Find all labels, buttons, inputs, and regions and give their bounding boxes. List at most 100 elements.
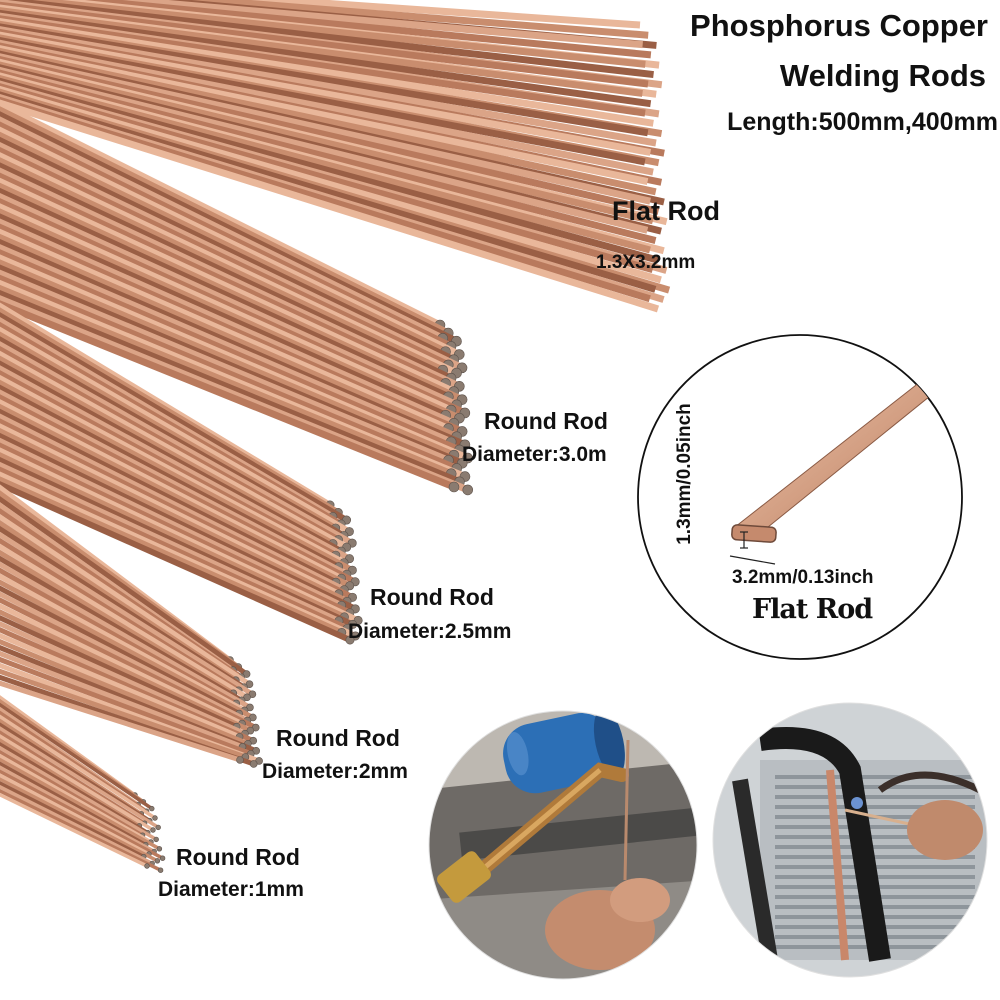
round-rod-3mm-bundle-rod [0,218,456,427]
round-rod-3mm-bundle-rod [0,101,442,329]
round-rod-1mm-bundle-rod-end [159,855,166,861]
flat-rod-bundle-rod [0,36,646,166]
ac-grille-slat [775,795,975,799]
flat-rod-bundle-rod [49,0,652,59]
round-rod-2mm-bundle-rod [0,579,255,720]
round-rod-2mm-bundle-rod [0,656,252,757]
round-rod-3mm-bundle-rod [0,269,450,464]
ac-grille-slat [775,825,975,829]
round-rod-2-5mm-bundle-rod [0,365,351,562]
flat-rod-bundle-rod [87,0,643,49]
round-rod-3mm-bundle-rod [0,177,456,395]
round-rod-1mm-bundle-rod-end [154,858,161,864]
flat-rod-bundle-rod [0,0,654,79]
round-rod-2mm-bundle-rod [0,638,249,747]
round-rod-2mm-bundle-rod [0,603,244,726]
round-rod-2-5mm-diameter: Diameter:2.5mm [348,620,512,643]
round-rod-1mm-bundle-rod-end [152,815,158,821]
flat-rod-bundle-rod [0,7,643,97]
ac-grille-slat [775,845,975,849]
round-rod-2-5mm-bundle-rod [0,341,354,546]
round-rod-3mm-bundle-rod [0,131,448,355]
round-rod-2-5mm-bundle-rod [0,379,354,573]
brazing-photo-1 [429,711,697,979]
brazing-photo-2 [713,703,987,977]
round-rod-2mm-bundle-rod [0,555,243,703]
round-rod-1mm-bundle-rod [0,773,150,856]
round-rod-2mm-bundle-rod [0,615,238,729]
round-rod-1mm-bundle-rod [0,753,152,844]
round-rod-3mm-bundle-rod [0,121,453,350]
detail-thickness-label: 1.3mm/0.05inch [673,403,695,545]
round-rod-1mm-bundle-rod [0,702,153,811]
round-rod-3mm-label: Round Rod [484,408,608,434]
round-rod-2-5mm-bundle-rod [0,481,352,643]
round-rod-3mm-bundle-rod [0,172,448,387]
round-rod-1mm-bundle-rod-end [153,836,159,843]
round-rod-1mm-bundle-rod [0,792,148,868]
round-rod-1mm-bundle-rod [0,785,153,865]
round-rod-3mm-bundle-rod [0,244,453,446]
round-rod-2mm-label: Round Rod [276,725,400,751]
round-rod-1mm-bundle-rod [0,781,145,859]
flat-rod-bundle-rod [228,0,641,29]
flat-rod-label: Flat Rod [612,196,720,226]
round-rod-2mm-diameter: Diameter:2mm [262,760,408,783]
round-rod-2mm-bundle-rod [0,543,249,700]
ac-grille-slat [775,855,975,859]
round-rod-2-5mm-bundle-rod [0,384,340,570]
round-rod-2mm-bundle-rod [0,609,252,733]
flat-rod-bundle-rod [0,56,660,215]
round-rod-2-5mm-bundle-rod [0,312,349,523]
round-rod-2-5mm-bundle-rod [0,326,351,535]
round-rod-1mm-diameter: Diameter:1mm [158,878,304,901]
round-rod-2-5mm-bundle-rod [0,413,346,593]
length-spec: Length:500mm,400mm [727,108,998,136]
round-rod-3mm-bundle-rod [0,274,459,472]
round-rod-3mm-bundle-rod [0,249,461,454]
round-rod-3mm-bundle-rod [0,136,456,363]
flat-rod-bundle-rod [0,1,649,88]
flat-rod-bundle-rod [0,31,652,156]
flat-rod-bundle-rod [0,0,646,68]
round-rod-1mm-bundle-rod [0,765,156,853]
round-rod-1mm-bundle-rod [0,769,164,860]
detail-caption: Flat Rod [752,594,873,625]
round-rod-2-5mm-bundle-rod [0,466,349,632]
round-rod-2-5mm-bundle-rod [0,423,341,597]
round-rod-3mm-bundle-rod [0,187,450,400]
round-rod-1mm-bundle-rod-end [155,824,161,831]
round-rod-2mm-bundle-rod [0,531,254,697]
round-rod-2-5mm-bundle-rod [0,350,349,550]
round-rod-2mm-bundle-rod [0,621,246,736]
flat-rod-bundle-rod [0,39,654,176]
round-rod-2-5mm-bundle-rod [0,394,357,585]
round-rod-3mm-bundle-rod [0,284,453,477]
round-rod-2mm-bundle-rod [0,650,244,750]
round-rod-2-5mm-bundle-rod [0,432,357,612]
flat-rod-bundle-rod [163,0,649,39]
round-rod-2-5mm-bundle-rod [0,476,343,636]
flat-rod-bundle-rod [0,53,651,205]
round-rod-1mm-label: Round Rod [176,844,300,870]
round-rod-1mm-bundle-rod [0,757,161,851]
round-rod-3mm-bundle-rod [0,290,461,486]
round-rod-1mm-bundle-rod [0,738,141,828]
detail-width-label: 3.2mm/0.13inch [732,567,874,588]
product-title-line1: Phosphorus Copper [690,8,988,43]
flat-rod-bundle-rod [0,45,649,185]
round-rod-1mm-bundle-rod [0,745,158,841]
round-rod-2-5mm-bundle-rod [0,452,346,620]
flat-rod-size: 1.3X3.2mm [596,252,696,273]
round-rod-3mm-bundle-rod [0,193,459,409]
round-rod-3mm-bundle-rod [0,300,456,491]
round-rod-2mm-bundle-rod [0,573,246,713]
round-rod-2-5mm-bundle-rod [0,408,338,585]
round-rod-3mm-bundle-rod [0,259,456,459]
round-rod-2-5mm-bundle-rod [0,418,354,601]
round-rod-3mm-bundle-rod [0,116,445,342]
flat-rod-detail [637,334,963,660]
round-rod-2-5mm-bundle-rod [0,428,349,605]
flat-rod-bundle-rod [0,23,649,137]
